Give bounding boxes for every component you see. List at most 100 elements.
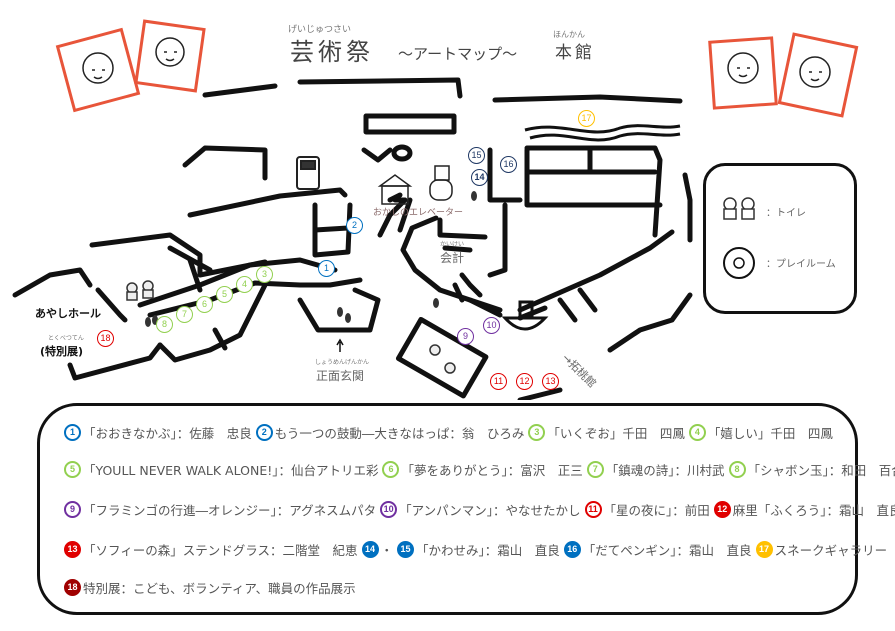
legend-text: 「シャボン玉」：和田 百合子: [747, 463, 895, 478]
wall: [492, 94, 683, 104]
wall: [157, 282, 268, 363]
legend-text: 「いくぞお」千田 四鳳: [547, 426, 685, 441]
key-toilet-label: ：トイレ: [766, 208, 806, 219]
legend-text: 「ソフィーの森」ステンドグラス：二階堂 紀恵: [83, 543, 358, 558]
legend-number-badge: 8: [728, 461, 746, 478]
room: [363, 113, 457, 135]
legend-number-badge: 5: [64, 461, 81, 478]
legend-text: 「おおきなかぶ」：佐藤 忠良: [83, 426, 252, 441]
map-marker-7: 7: [176, 306, 193, 323]
wall: [377, 197, 408, 238]
wall: [557, 297, 578, 323]
map-marker-6: 6: [196, 296, 213, 313]
wall: [607, 292, 693, 353]
map-marker-18: 18: [97, 330, 114, 347]
legend-text: 「夢をありがとう」：富沢 正三: [401, 463, 583, 478]
legend-text: もう一つの鼓動―大きなはっぱ：翁 ひろみ: [274, 426, 525, 441]
hall-label: あやしホール: [35, 307, 101, 320]
map-marker-15: 15: [468, 147, 485, 164]
vending-icon: [296, 156, 320, 190]
wall: [452, 282, 465, 303]
wall: [487, 147, 523, 203]
footprints-icon: [145, 191, 477, 327]
map-marker-4: 4: [236, 276, 253, 293]
wall: [400, 215, 503, 313]
legend-text: 麻里「ふくろう」：霜山 直良: [732, 503, 895, 518]
wall: [312, 225, 351, 233]
character-illustration-right: [708, 32, 859, 118]
wall: [187, 187, 348, 218]
legend-number-badge: 17: [755, 541, 773, 558]
toilet-icon: [126, 280, 456, 374]
elevator-label: おかしのエレベーター: [373, 208, 464, 218]
building-ruby: ほんかん: [553, 30, 585, 39]
wall: [442, 245, 473, 253]
legend-number-badge: 7: [586, 461, 604, 478]
legend-item-6: 6「夢をありがとう」：富沢 正三: [382, 460, 583, 479]
legend-item-3: 3「いくぞお」千田 四鳳: [528, 423, 685, 442]
cashier-label: 会計: [440, 251, 465, 265]
legend-number-badge: 11: [584, 501, 602, 518]
snake-gallery: [524, 124, 681, 134]
wall: [387, 192, 403, 203]
legend-text: 「アンパンマン」：やなせたかし: [399, 503, 581, 518]
legend-item-16: 16「だてペンギン」：霜山 直良: [563, 540, 752, 559]
legend-number-badge: 4: [688, 424, 706, 441]
wall: [12, 267, 93, 298]
entrance-label: 正面玄関: [316, 369, 365, 383]
map-key: ：トイレ ：プレイルーム: [703, 163, 857, 314]
legend-item-10: 10「アンパンマン」：やなせたかし: [380, 500, 581, 519]
wall: [397, 197, 413, 233]
map-marker-13: 13: [542, 373, 559, 390]
legend-number-badge: 3: [528, 424, 546, 441]
map-marker-5: 5: [216, 286, 233, 303]
legend-number-badge: 15: [397, 541, 415, 558]
legend-number-badge: 12: [713, 501, 731, 518]
legend-item-4: 4「嬉しい」千田 四鳳: [688, 423, 833, 442]
legend-number-badge: 10: [380, 501, 398, 518]
legend-text: 「嬉しい」千田 四鳳: [707, 426, 833, 441]
legend-text: 「だてペンギン」：霜山 直良: [582, 543, 752, 558]
map-marker-3: 3: [256, 266, 273, 283]
legend-text: ・: [380, 543, 394, 558]
page-title: 芸術祭: [290, 38, 374, 66]
map-marker-17: 17: [578, 110, 595, 127]
map-marker-1: 1: [318, 260, 335, 277]
legend-number-badge: 1: [64, 424, 81, 441]
legend-number-badge: 14: [361, 541, 379, 558]
legend-number-badge: 2: [255, 424, 273, 441]
legend-number-badge: 13: [64, 541, 81, 558]
wall: [577, 287, 598, 313]
wall: [524, 145, 663, 238]
playroom-block: [395, 316, 489, 399]
legend-item-13: 13「ソフィーの森」ステンドグラス：二階堂 紀恵: [64, 540, 358, 559]
wall: [297, 77, 463, 99]
map-marker-12: 12: [516, 373, 533, 390]
legend-text: スネークギャラリー: [774, 543, 888, 558]
title-ruby: げいじゅつさい: [288, 25, 352, 35]
wall: [137, 257, 338, 308]
legend-item-1: 1「おおきなかぶ」：佐藤 忠良: [64, 423, 252, 442]
room: [391, 144, 413, 162]
legend-item-11: 11「星の夜に」：前田: [584, 500, 710, 519]
wall: [682, 172, 693, 243]
floor-map: [12, 19, 859, 400]
legend-number-badge: 6: [382, 461, 400, 478]
legend-number-badge: 18: [64, 579, 81, 596]
page-subtitle: ～アートマップ～: [398, 45, 518, 63]
legend-number-badge: 9: [64, 501, 81, 518]
legend-text: 特別展：こども、ボランティア、職員の作品展示: [83, 581, 356, 596]
wall: [459, 272, 483, 298]
legend-item-15: 15「かわせみ」：霜山 直良: [397, 540, 560, 559]
wall: [361, 147, 393, 163]
wall: [202, 83, 278, 98]
character-illustration-left: [55, 19, 206, 113]
wall: [487, 202, 508, 278]
legend-text: 「フラミンゴの行進―オレンジー」：アグネスムパタ: [83, 503, 377, 518]
